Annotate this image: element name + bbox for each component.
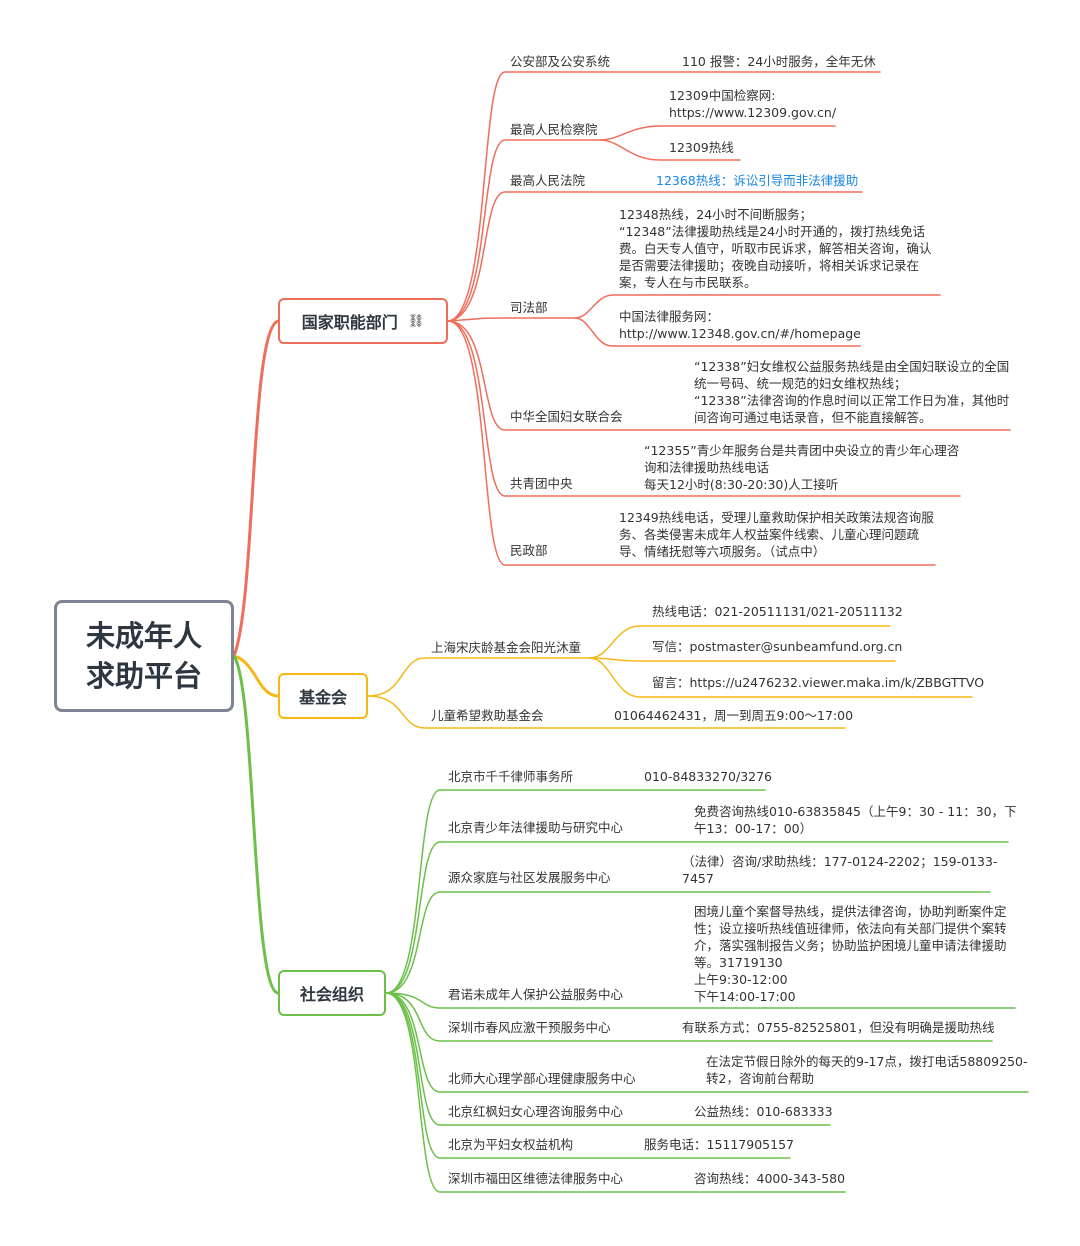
- soc-topic-qianqian[interactable]: 北京市千千律师事务所: [448, 769, 574, 784]
- detail-line: “12355”青少年服务台是共青团中央设立的青少年心理咨: [644, 443, 960, 458]
- gov-topic-procuratorate[interactable]: 最高人民检察院: [510, 122, 598, 137]
- detail-line: 介，落实强制报告义务；协助监护困境儿童申请法律援助: [694, 938, 1007, 953]
- detail-line: 下午14:00-17:00: [694, 989, 796, 1004]
- fund-topic-sunbeam[interactable]: 上海宋庆龄基金会阳光沐童: [431, 640, 582, 655]
- soc-topic-bnu-psych[interactable]: 北师大心理学部心理健康服务中心: [448, 1071, 636, 1086]
- detail-line: 询和法律援助热线电话: [644, 460, 770, 475]
- detail-line: 务、各类侵害未成年人权益案件线索、儿童心理问题疏: [619, 527, 920, 542]
- gov-detail-justice-hotline: 12348热线，24小时不间断服务； “12348”法律援助热线是24小时开通的…: [619, 206, 932, 291]
- branch-social-org[interactable]: 社会组织: [278, 970, 386, 1016]
- root-title-line1: 未成年人: [85, 619, 202, 653]
- branch-social-org-label: 社会组织: [299, 985, 364, 1004]
- detail-line: 7457: [682, 871, 714, 886]
- soc-detail-junnuo: 困境儿童个案督导热线，提供法律咨询，协助判断案件定 性；设立接听热线值班律师，依…: [694, 903, 1007, 1005]
- soc-detail-qianqian: 010-84833270/3276: [644, 769, 773, 784]
- fund-detail-hope: 01064462431，周一到周五9:00～17:00: [614, 708, 854, 723]
- detail-line[interactable]: https://www.12309.gov.cn/: [669, 105, 837, 120]
- soc-detail-youth-legal-aid: 免费咨询热线010-63835845（上午9：30 - 11：30，下 午13：…: [694, 803, 1017, 837]
- detail-line: 中国法律服务网：: [619, 309, 720, 324]
- branch-government-label: 国家职能部门: [301, 313, 398, 332]
- detail-line: 性；设立接听热线值班律师，依法向有关部门提供个案转: [694, 921, 1007, 936]
- soc-detail-bnu-psych: 在法定节假日除外的每天的9-17点，拨打电话58809250- 转2，咨询前台帮…: [706, 1053, 1028, 1087]
- detail-line: 间咨询可通过电话录音，但不能直接解答。: [694, 410, 932, 425]
- gov-topic-youth-league[interactable]: 共青团中央: [510, 476, 573, 491]
- fund-topic-hope[interactable]: 儿童希望救助基金会: [431, 708, 544, 723]
- soc-topic-weide[interactable]: 深圳市福田区维德法律服务中心: [448, 1171, 624, 1186]
- detail-line: 每天12小时(8:30-20:30)人工接听: [644, 477, 839, 492]
- soc-detail-hongfeng: 公益热线：010-683333: [694, 1104, 833, 1119]
- detail-line: （法律）咨询/求助热线：177-0124-2202；159-0133-: [682, 854, 998, 869]
- link-icon[interactable]: ⛓: [407, 313, 425, 329]
- gov-detail-procuratorate-web: 12309中国检察网: https://www.12309.gov.cn/: [669, 87, 836, 121]
- gov-detail-civil-affairs: 12349热线电话，受理儿童救助保护相关政策法规咨询服 务、各类侵害未成年人权益…: [619, 509, 934, 560]
- detail-line: 统一号码、统一规范的妇女维权热线；: [694, 376, 907, 391]
- branch-foundation[interactable]: 基金会: [278, 673, 368, 719]
- soc-topic-yuanzhong[interactable]: 源众家庭与社区发展服务中心: [448, 870, 611, 885]
- detail-line[interactable]: http://www.12348.gov.cn/#/homepage: [619, 326, 861, 341]
- fund-detail-sunbeam-mail[interactable]: 写信：postmaster@sunbeamfund.org.cn: [652, 639, 903, 654]
- root-title-line2: 求助平台: [85, 659, 202, 693]
- gov-detail-procuratorate-hotline: 12309热线: [669, 140, 734, 155]
- gov-topic-court[interactable]: 最高人民法院: [510, 173, 586, 188]
- detail-line: 困境儿童个案督导热线，提供法律咨询，协助判断案件定: [694, 904, 1007, 919]
- soc-detail-weiping: 服务电话：15117905157: [644, 1137, 794, 1152]
- gov-topic-women-federation[interactable]: 中华全国妇女联合会: [510, 409, 623, 424]
- detail-line: 导、情绪抚慰等六项服务。（试点中）: [619, 544, 826, 559]
- detail-line: “12338”妇女维权公益服务热线是由全国妇联设立的全国: [694, 359, 1010, 374]
- gov-detail-justice-web: 中国法律服务网： http://www.12348.gov.cn/#/homep…: [619, 308, 861, 342]
- detail-line: 上午9:30-12:00: [694, 972, 788, 987]
- gov-detail-youth-league: “12355”青少年服务台是共青团中央设立的青少年心理咨 询和法律援助热线电话 …: [644, 442, 959, 493]
- detail-line: 等。31719130: [694, 955, 783, 970]
- detail-line: “12338”法律咨询的作息时间以正常工作日为准，其他时: [694, 393, 1010, 408]
- soc-topic-youth-legal-aid[interactable]: 北京青少年法律援助与研究中心: [448, 820, 624, 835]
- detail-line: 在法定节假日除外的每天的9-17点，拨打电话58809250-: [706, 1054, 1028, 1069]
- detail-line: 案，专人在与市民联系。: [619, 275, 757, 290]
- gov-topic-police[interactable]: 公安部及公安系统: [510, 54, 611, 69]
- detail-line: 12349热线电话，受理儿童救助保护相关政策法规咨询服: [619, 510, 934, 525]
- soc-topic-hongfeng[interactable]: 北京红枫妇女心理咨询服务中心: [448, 1104, 624, 1119]
- branch-government[interactable]: 国家职能部门 ⛓: [278, 298, 448, 344]
- gov-topic-civil-affairs[interactable]: 民政部: [510, 543, 548, 558]
- detail-line: 是否需要法律援助；夜晚自动接听，将相关诉求记录在: [619, 258, 920, 273]
- soc-topic-chunfeng[interactable]: 深圳市春风应激干预服务中心: [448, 1020, 611, 1035]
- soc-detail-chunfeng: 有联系方式：0755-82525801，但没有明确是援助热线: [682, 1020, 995, 1035]
- detail-line: 12348热线，24小时不间断服务；: [619, 207, 813, 222]
- detail-line: 12309中国检察网:: [669, 88, 776, 103]
- branch-foundation-label: 基金会: [298, 688, 347, 707]
- detail-line: 转2，咨询前台帮助: [706, 1071, 814, 1086]
- detail-line: 午13：00-17：00）: [694, 821, 813, 836]
- detail-line: 免费咨询热线010-63835845（上午9：30 - 11：30，下: [694, 804, 1017, 819]
- detail-line: 费。白天专人值守，听取市民诉求，解答相关咨询，确认: [619, 241, 932, 256]
- root-topic[interactable]: 未成年人 求助平台: [54, 600, 234, 712]
- gov-detail-women-federation: “12338”妇女维权公益服务热线是由全国妇联设立的全国 统一号码、统一规范的妇…: [694, 358, 1009, 426]
- gov-detail-police: 110 报警：24小时服务，全年无休: [682, 54, 876, 69]
- soc-topic-junnuo[interactable]: 君诺未成年人保护公益服务中心: [448, 987, 624, 1002]
- soc-topic-weiping[interactable]: 北京为平妇女权益机构: [448, 1137, 574, 1152]
- gov-detail-court[interactable]: 12368热线：诉讼引导而非法律援助: [656, 173, 859, 188]
- detail-line: “12348”法律援助热线是24小时开通的，拨打热线免话: [619, 224, 926, 239]
- fund-detail-sunbeam-message[interactable]: 留言：https://u2476232.viewer.maka.im/k/ZBB…: [652, 675, 985, 690]
- gov-topic-justice[interactable]: 司法部: [510, 300, 548, 315]
- soc-detail-weide: 咨询热线：4000-343-580: [694, 1171, 846, 1186]
- fund-detail-sunbeam-phone: 热线电话：021-20511131/021-20511132: [652, 604, 903, 619]
- soc-detail-yuanzhong: （法律）咨询/求助热线：177-0124-2202；159-0133- 7457: [682, 853, 997, 887]
